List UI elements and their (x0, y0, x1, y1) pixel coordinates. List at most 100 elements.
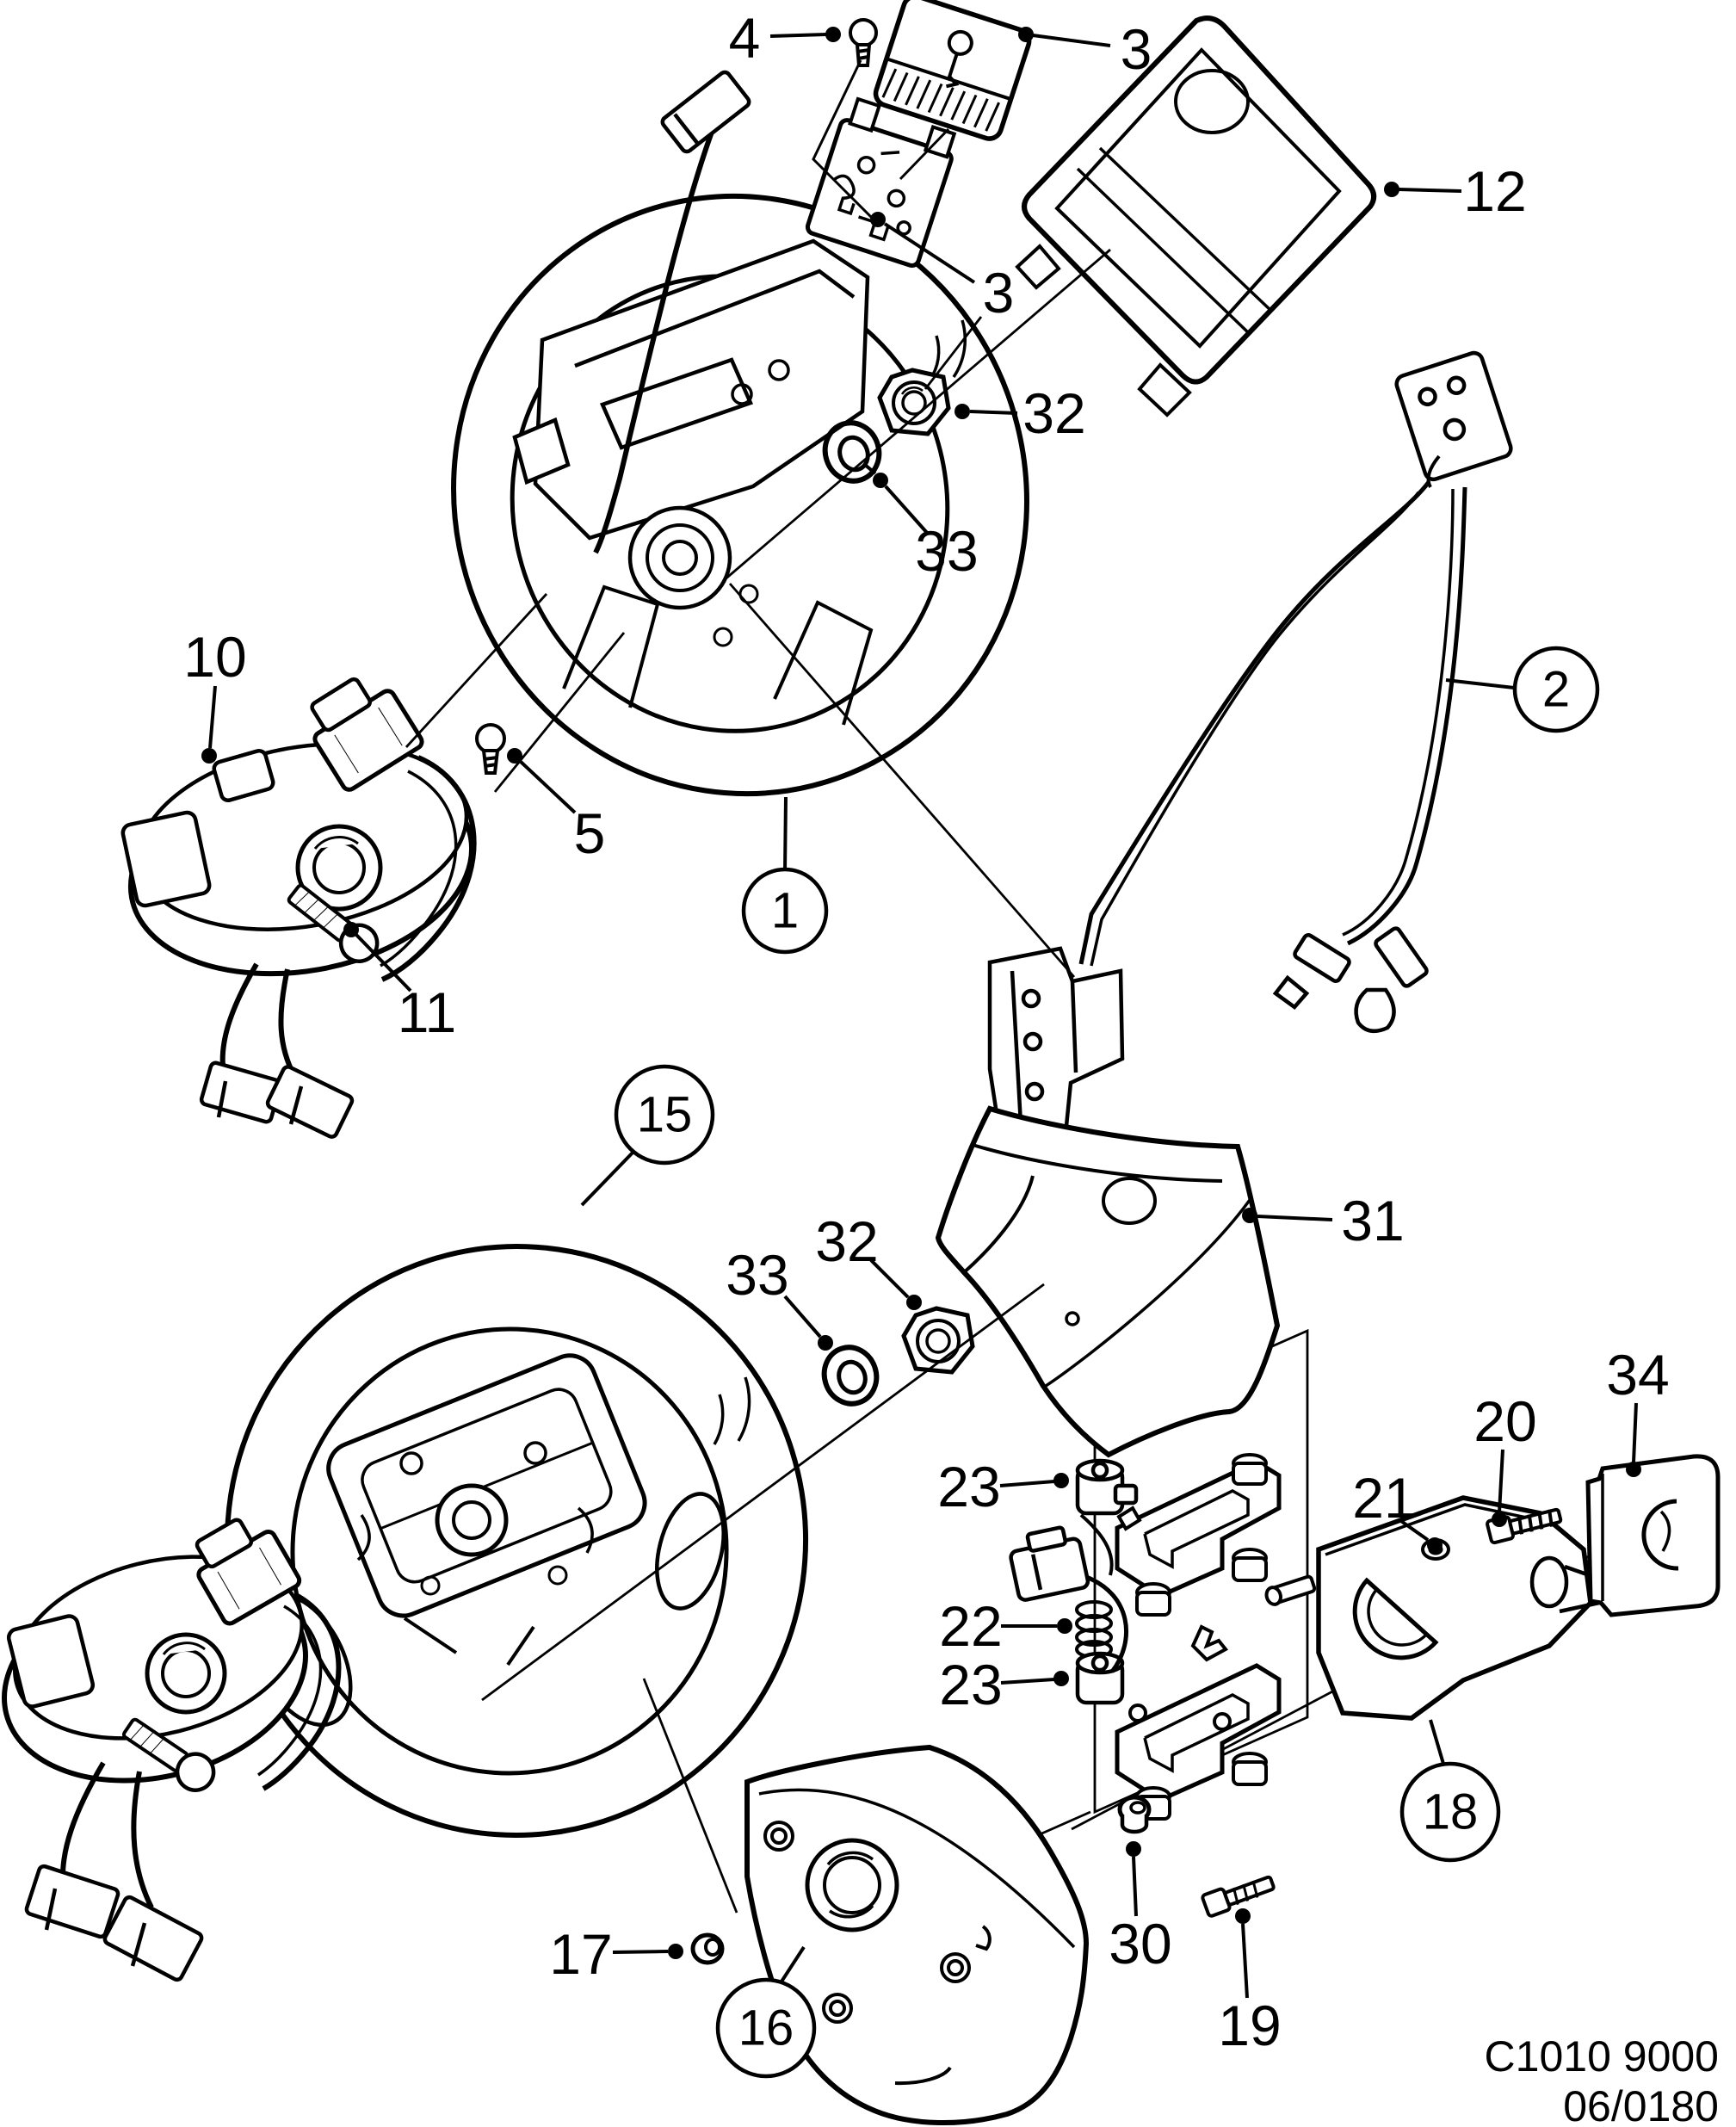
construction-line (728, 583, 1076, 978)
callout-17: 17 (549, 1922, 683, 1986)
leader-line (1429, 1719, 1445, 1765)
leader-line (518, 759, 577, 814)
leader-line (612, 1950, 669, 1954)
callout-16-circled: 16 (715, 1945, 817, 2079)
callout-number: 10 (183, 625, 246, 689)
leader-line (883, 222, 976, 284)
leader-line (1032, 34, 1111, 47)
leader-dot (668, 1944, 683, 1959)
callout-20: 20 (1473, 1389, 1537, 1527)
nut-17 (690, 1932, 725, 1965)
callout-1-circled: 1 (741, 796, 829, 955)
callout-33: 33 (726, 1243, 833, 1351)
leader-line (999, 1480, 1055, 1487)
leader-dot (1492, 1512, 1507, 1527)
steering-wheel-lower (224, 1244, 809, 1838)
callout-number: 3 (1121, 17, 1152, 81)
leader-line (355, 933, 412, 992)
airbag-module-12 (1015, 15, 1377, 417)
callout-34: 34 (1606, 1343, 1670, 1477)
nut-32-upper (877, 368, 951, 436)
construction-lines-over (405, 248, 1111, 1914)
drawing-number: C1010 9000 (1485, 2032, 1719, 2081)
construction-line (405, 593, 548, 748)
callout-4: 4 (729, 6, 841, 70)
leader-dot (873, 473, 888, 488)
clip-34 (1585, 1454, 1721, 1617)
callout-number: 31 (1341, 1189, 1404, 1252)
callout-number: 15 (637, 1087, 693, 1143)
footer: C1010 9000 06/0180 (1485, 2032, 1719, 2127)
callout-circle (715, 1977, 817, 2079)
callout-21: 21 (1352, 1466, 1443, 1553)
construction-line (493, 632, 626, 793)
callout-circle (741, 867, 829, 955)
leader-line (969, 410, 1018, 415)
screw-19 (1201, 1875, 1276, 1918)
horn-contact-kit (1009, 1458, 1139, 1705)
leader-dot (954, 404, 970, 419)
leader-dot (1626, 1462, 1641, 1477)
leader-dot (1126, 1841, 1141, 1857)
wiring-harness-2 (987, 350, 1513, 1139)
callout-number: 4 (729, 6, 761, 70)
callout-3: 3 (870, 212, 1014, 325)
callout-18-circled: 18 (1399, 1719, 1501, 1863)
callout-number: 18 (1423, 1784, 1479, 1840)
switch-plate-3 (805, 96, 957, 268)
callout-number: 17 (549, 1922, 612, 1986)
callout-number: 23 (939, 1653, 1002, 1716)
callout-number: 3 (983, 261, 1015, 325)
leader-dot (1057, 1618, 1072, 1634)
nut-30 (1117, 1795, 1152, 1834)
callout-19: 19 (1218, 1908, 1282, 2057)
contact-bracket-lower (1115, 1624, 1282, 1821)
leader-line (780, 1945, 806, 1983)
callout-number: 16 (738, 2000, 794, 2056)
callout-number: 1 (771, 883, 799, 939)
leader-dot (870, 212, 886, 227)
switch-assembly-links (812, 59, 950, 227)
contact-roll-upper (120, 677, 506, 1139)
washer-33-lower (821, 1345, 880, 1407)
leader-dot (1242, 1208, 1257, 1223)
contact-roll-lower (2, 1518, 342, 1982)
callout-23: 23 (939, 1653, 1069, 1716)
leader-line (769, 33, 827, 38)
callout-2-circled: 2 (1445, 646, 1600, 733)
callout-11: 11 (343, 922, 456, 1044)
leader-dot (1053, 1473, 1069, 1488)
leader-line (1398, 188, 1462, 193)
callout-number: 34 (1606, 1343, 1669, 1407)
leader-dot (343, 922, 359, 937)
issue-number: 06/0180 (1563, 2082, 1719, 2127)
callout-number: 33 (915, 519, 978, 583)
key-switch-3 (873, 0, 1032, 141)
leader-line (1000, 1678, 1055, 1685)
leader-line (1397, 1518, 1430, 1542)
hub-cable (593, 70, 751, 554)
callout-30: 30 (1109, 1841, 1172, 1976)
leader-line (783, 796, 788, 872)
contact-bracket-upper (1115, 1453, 1282, 1617)
callout-number: 33 (726, 1243, 788, 1307)
leader-dot (818, 1335, 833, 1351)
leader-line (1257, 1215, 1333, 1221)
callout-circle (1399, 1761, 1501, 1863)
callout-31: 31 (1242, 1189, 1405, 1252)
leader-dot (825, 27, 841, 42)
leader-dot (1384, 182, 1399, 197)
callout-number: 12 (1463, 159, 1526, 223)
construction-line (924, 316, 983, 390)
leader-line (580, 1149, 636, 1207)
callout-number: 30 (1109, 1912, 1171, 1976)
washer-33-upper (822, 420, 882, 484)
leader-line (1445, 678, 1515, 689)
leader-line (869, 1258, 910, 1299)
callout-32: 32 (815, 1209, 922, 1310)
steering-wheel-upper (451, 193, 1029, 797)
leader-dot (1053, 1671, 1069, 1686)
leader-dot (906, 1295, 922, 1310)
